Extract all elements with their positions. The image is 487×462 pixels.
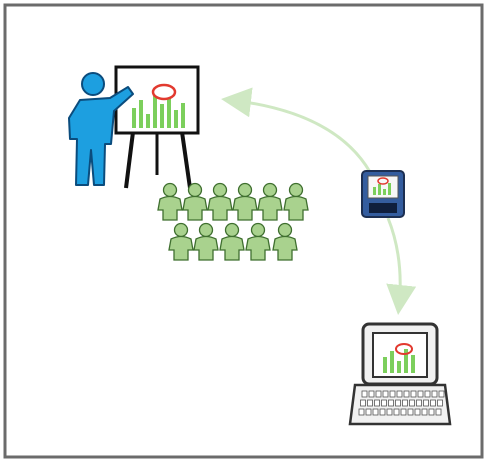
easel-chart bbox=[132, 83, 185, 128]
flow-arrow-icon bbox=[386, 217, 417, 315]
keyboard-key bbox=[360, 399, 366, 407]
keyboard-key bbox=[368, 390, 375, 398]
keyboard-key bbox=[400, 408, 407, 416]
keyboard-key bbox=[374, 399, 380, 407]
presenter-icon bbox=[68, 72, 134, 186]
flow-arrow-icon bbox=[221, 87, 372, 173]
keyboard-key bbox=[409, 399, 415, 407]
keyboard-key bbox=[407, 408, 414, 416]
keyboard-key bbox=[437, 399, 443, 407]
keyboard-key bbox=[417, 390, 424, 398]
keyboard-key bbox=[365, 408, 372, 416]
keyboard-key bbox=[421, 408, 428, 416]
keyboard-key bbox=[375, 390, 382, 398]
keyboard-key bbox=[410, 390, 417, 398]
keyboard-key bbox=[430, 399, 436, 407]
keyboard-key bbox=[403, 390, 410, 398]
keyboard-key bbox=[382, 390, 389, 398]
keyboard-key bbox=[438, 390, 445, 398]
easel-icon bbox=[114, 65, 200, 189]
keyboard-key bbox=[396, 390, 403, 398]
keyboard-key bbox=[386, 408, 393, 416]
keyboard-key bbox=[389, 390, 396, 398]
keyboard-key bbox=[367, 399, 373, 407]
keyboard-key bbox=[379, 408, 386, 416]
keyboard-key bbox=[358, 408, 365, 416]
floppy-disk-icon bbox=[361, 170, 405, 218]
keyboard-key bbox=[431, 390, 438, 398]
keyboard-key bbox=[402, 399, 408, 407]
keyboard-key bbox=[428, 408, 435, 416]
keyboard-key bbox=[395, 399, 401, 407]
keyboard-key bbox=[372, 408, 379, 416]
computer-icon bbox=[348, 322, 452, 426]
keyboard-key bbox=[423, 399, 429, 407]
keyboard-key bbox=[424, 390, 431, 398]
keyboard-key bbox=[381, 399, 387, 407]
keyboard-key bbox=[361, 390, 368, 398]
keyboard-key bbox=[393, 408, 400, 416]
keyboard-key bbox=[388, 399, 394, 407]
keyboard-key bbox=[435, 408, 442, 416]
keyboard-key bbox=[416, 399, 422, 407]
keyboard-key bbox=[414, 408, 421, 416]
